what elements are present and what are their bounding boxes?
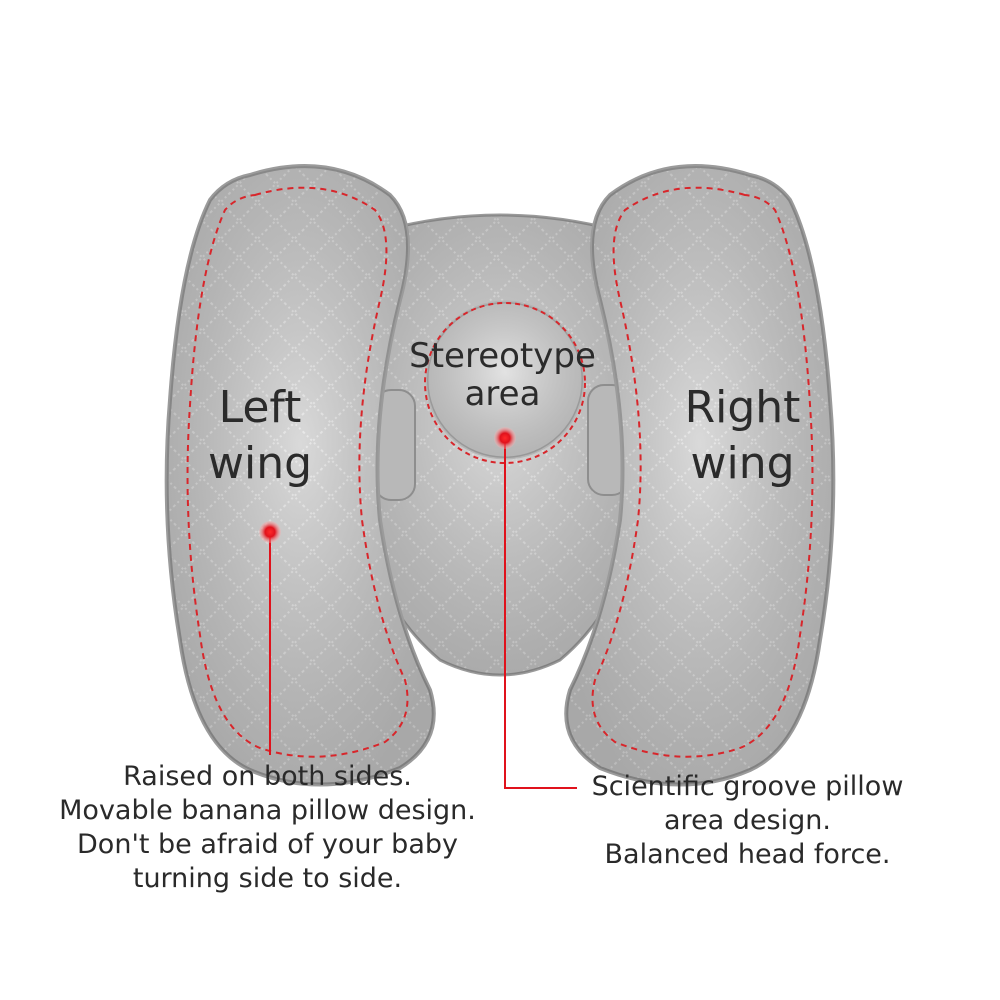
left-caption-line-1: Raised on both sides. bbox=[123, 761, 412, 792]
left-wing-label: Left wing bbox=[175, 380, 345, 492]
right-caption-line-2: area design. bbox=[664, 805, 831, 836]
right-caption-line-1: Scientific groove pillow bbox=[591, 771, 904, 802]
left-caption-line-4: turning side to side. bbox=[132, 863, 403, 894]
right-caption-line-3: Balanced head force. bbox=[604, 839, 891, 870]
right-wing-cushion bbox=[564, 164, 836, 787]
left-wing-marker-dot bbox=[259, 521, 281, 543]
left-wing-label-line-1: Left bbox=[218, 382, 302, 433]
right-wing-label: Right wing bbox=[655, 380, 830, 492]
left-caption-line-3: Don't be afraid of your baby bbox=[77, 829, 458, 860]
right-wing-label-line-2: wing bbox=[690, 438, 795, 489]
left-wing-label-line-2: wing bbox=[207, 438, 313, 489]
left-wing-cushion bbox=[164, 164, 436, 787]
right-caption: Scientific groove pillow area design. Ba… bbox=[585, 770, 910, 872]
right-wing-label-line-1: Right bbox=[684, 382, 801, 433]
stereotype-groove bbox=[424, 300, 586, 464]
center-callout-line bbox=[504, 440, 577, 789]
stereotype-area-label-line-1: Stereotype bbox=[409, 336, 596, 376]
stereotype-area-label: Stereotype area bbox=[390, 337, 615, 413]
stereotype-area-label-line-2: area bbox=[464, 374, 541, 414]
left-caption-line-2: Movable banana pillow design. bbox=[59, 795, 476, 826]
callout-lines bbox=[269, 440, 577, 789]
left-caption: Raised on both sides. Movable banana pil… bbox=[45, 760, 490, 896]
center-marker-dot bbox=[494, 427, 516, 449]
